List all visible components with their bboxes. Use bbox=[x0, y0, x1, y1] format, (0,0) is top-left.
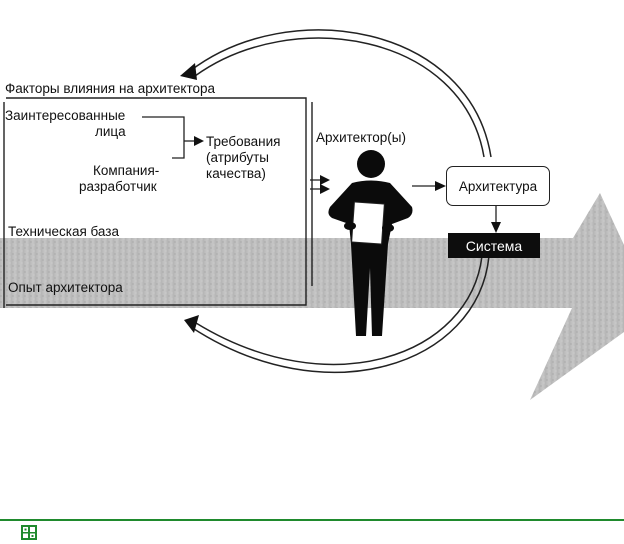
company-label-line2: разработчик bbox=[79, 179, 157, 194]
tech-base-label: Техническая база bbox=[8, 224, 119, 239]
requirements-label-line1: Требования bbox=[206, 134, 281, 149]
arrowhead-input-1 bbox=[320, 175, 330, 185]
feedback-arc-bottom bbox=[190, 255, 490, 373]
architecture-box: Архитектура bbox=[446, 166, 550, 206]
architect-hands bbox=[344, 222, 394, 232]
arrowhead-requirements bbox=[194, 136, 204, 146]
architect-document bbox=[351, 201, 385, 245]
feedback-arc-top bbox=[189, 29, 492, 158]
footer-divider bbox=[0, 519, 624, 521]
arrowhead-bottom-left bbox=[184, 315, 199, 333]
stakeholders-label-line1: Заинтересованные bbox=[5, 108, 126, 123]
arrowhead-system bbox=[491, 222, 501, 233]
system-box: Система bbox=[448, 233, 540, 258]
architects-label: Архитектор(ы) bbox=[316, 130, 406, 145]
influence-bracket bbox=[3, 97, 313, 308]
requirements-label-line3: качества) bbox=[206, 166, 266, 181]
arrowhead-input-2 bbox=[320, 184, 330, 194]
arrowhead-top-left bbox=[180, 63, 197, 80]
stakeholders-label-line2: лица bbox=[95, 124, 126, 139]
influence-title: Факторы влияния на архитектора bbox=[5, 81, 216, 96]
architect-figure-icon bbox=[328, 150, 413, 336]
green-tile-icon[interactable] bbox=[21, 525, 37, 540]
stakeholder-bracket bbox=[142, 116, 196, 159]
experience-label: Опыт архитектора bbox=[8, 280, 123, 295]
company-label-line1: Компания- bbox=[93, 163, 160, 178]
arrowhead-architecture bbox=[435, 181, 446, 191]
requirements-label-line2: (атрибуты bbox=[206, 150, 270, 165]
